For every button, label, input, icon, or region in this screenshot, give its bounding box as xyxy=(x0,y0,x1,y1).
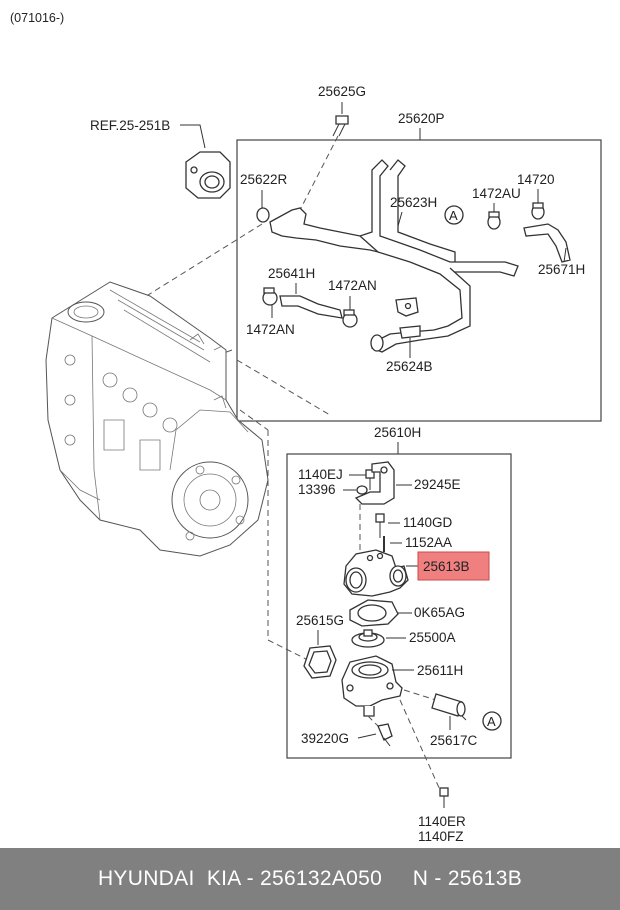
label-25623H[interactable]: 25623H xyxy=(390,195,437,210)
callout-a-upper-text: A xyxy=(449,208,458,223)
clamp-1472AN-left xyxy=(262,287,278,306)
upper-assembly-box xyxy=(236,139,602,422)
label-25615G[interactable]: 25615G xyxy=(296,613,344,628)
gasket-25615G-inner xyxy=(308,650,332,674)
label-1152AA[interactable]: 1152AA xyxy=(405,535,452,550)
part-number-footer: HYUNDAI KIA - 256132A050 N - 25613B xyxy=(0,848,620,910)
hose-25671H xyxy=(523,223,571,263)
hose-25641H xyxy=(279,295,343,319)
label-25617C[interactable]: 25617C xyxy=(430,733,478,748)
label-25613B[interactable]: 25613B xyxy=(423,559,470,574)
label-14720[interactable]: 14720 xyxy=(517,172,555,187)
bolt-1140EJ xyxy=(365,469,375,490)
leader-25671H xyxy=(563,247,567,263)
clamp-1472AU xyxy=(487,211,501,230)
callout-a-lower xyxy=(482,711,502,731)
leader-to-callout-a xyxy=(461,715,467,721)
gasket-0K65AG xyxy=(349,599,399,627)
ref-label[interactable]: REF.25-251B xyxy=(90,118,170,133)
sensor-39220G xyxy=(377,723,393,747)
bracket-25624B xyxy=(395,297,421,339)
label-1472AN-a[interactable]: 1472AN xyxy=(328,278,377,293)
dash-engine-gasket xyxy=(267,639,309,661)
label-39220G[interactable]: 39220G xyxy=(301,731,349,746)
label-1140FZ[interactable]: 1140FZ xyxy=(418,829,464,844)
label-25622R[interactable]: 25622R xyxy=(240,172,288,187)
dash-sensor xyxy=(367,715,379,727)
housing-25613B xyxy=(343,549,409,597)
label-29245E[interactable]: 29245E xyxy=(414,477,461,492)
label-25641H[interactable]: 25641H xyxy=(268,266,315,281)
dash-25625G xyxy=(299,135,339,211)
label-25625G[interactable]: 25625G xyxy=(318,84,366,99)
label-25624B[interactable]: 25624B xyxy=(386,359,433,374)
label-25610H[interactable]: 25610H xyxy=(374,425,421,440)
gasket-25622R xyxy=(256,207,270,223)
bolt-25625G xyxy=(332,115,349,137)
footer-text: HYUNDAI KIA - 256132A050 N - 25613B xyxy=(97,867,523,890)
dash-engine-right xyxy=(239,409,269,431)
callout-a-upper xyxy=(444,205,464,225)
bolt-1140GD xyxy=(375,513,385,538)
label-25611H[interactable]: 25611H xyxy=(417,663,463,678)
label-13396[interactable]: 13396 xyxy=(298,482,336,497)
date-code: (071016-) xyxy=(10,11,64,25)
label-1472AN-b[interactable]: 1472AN xyxy=(246,322,295,337)
leader-25623H xyxy=(397,211,403,227)
clamp-1472AN-right xyxy=(342,309,358,328)
ref-housing-part xyxy=(185,151,231,199)
dash-bottom-bolt xyxy=(399,699,441,791)
callout-a-lower-text: A xyxy=(487,714,496,729)
washer-13396 xyxy=(356,485,368,495)
pipe-25623H xyxy=(269,159,519,353)
leader-39220G xyxy=(357,733,377,739)
label-25500A[interactable]: 25500A xyxy=(409,630,456,645)
dash-to-engine-1 xyxy=(139,223,263,301)
parts-diagram: (071016-) REF.25-251B 25625G 25620P 2562… xyxy=(10,11,602,844)
label-1472AU[interactable]: 1472AU xyxy=(472,186,521,201)
lower-assembly-box xyxy=(286,453,512,759)
clamp-14720 xyxy=(531,202,545,220)
label-0K65AG[interactable]: 0K65AG xyxy=(414,605,465,620)
pipe-25617C xyxy=(431,693,466,717)
ref-leader xyxy=(180,124,206,149)
thermostat-25500A xyxy=(351,629,385,648)
label-25620P[interactable]: 25620P xyxy=(398,111,445,126)
dash-box-lower xyxy=(236,359,331,416)
label-1140ER[interactable]: 1140ER xyxy=(418,814,466,829)
housing-25611H xyxy=(341,655,403,717)
label-25671H[interactable]: 25671H xyxy=(538,262,585,277)
bolt-1140ER xyxy=(439,787,449,808)
highlight-25613B xyxy=(417,551,490,581)
label-1140EJ[interactable]: 1140EJ xyxy=(298,467,343,482)
engine-block xyxy=(45,281,269,557)
bracket-29245E xyxy=(354,461,395,505)
dash-pipe xyxy=(403,689,437,701)
label-1140GD[interactable]: 1140GD xyxy=(403,515,453,530)
